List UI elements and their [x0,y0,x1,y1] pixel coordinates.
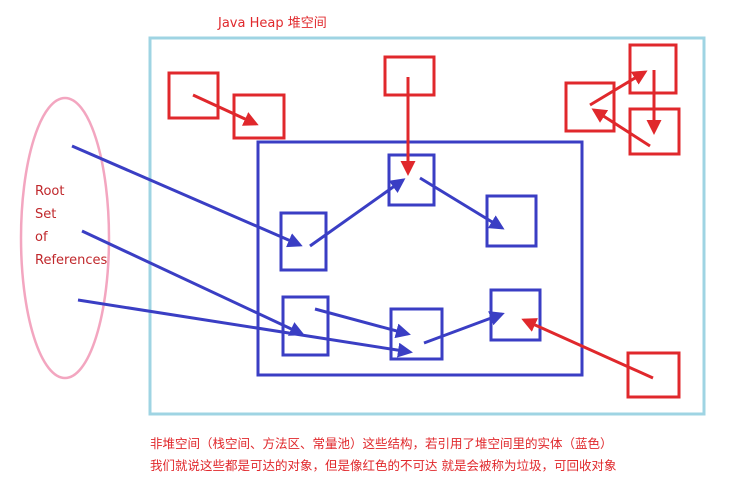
root-set-label-line: References [35,253,108,268]
reachable-object [389,307,444,361]
root-set-label-line: of [35,230,48,245]
root-set-ellipse [19,96,111,380]
root-reference-arrow [81,229,305,336]
root-reference-arrow [77,298,413,358]
root-reference-arrow [71,144,303,248]
unreachable-reference-arrow [192,93,259,126]
reachable-references [71,144,505,358]
caption: 非堆空间（栈空间、方法区、常量池）这些结构，若引用了堆空间里的实体（蓝色） 我们… [150,433,616,477]
root-set-label-line: Set [35,207,57,222]
reachable-objects [279,153,542,361]
root-set-label-line: Root [35,184,65,199]
unreachable-reference-arrow [521,318,654,380]
reachable-object [279,211,328,272]
unreachable-object [564,81,616,133]
unreachable-reference-arrow [591,108,651,148]
unreachable-references [192,70,662,380]
heap-container [148,36,706,416]
unreachable-object [167,71,220,120]
unreachable-object [232,93,286,140]
caption-line: 我们就说这些都是可达的对象，但是像红色的不可达 就是会被称为垃圾，可回收对象 [150,458,617,473]
reachable-object [387,153,436,207]
reachable-object [485,194,538,248]
heap-title: Java Heap 堆空间 [218,16,327,31]
object-reference-arrow [309,178,406,248]
caption-line: 非堆空间（栈空间、方法区、常量池）这些结构，若引用了堆空间里的实体（蓝色） [150,436,613,451]
unreachable-reference-arrow [589,70,648,107]
object-reference-arrow [419,176,505,230]
object-reference-arrow [423,311,505,345]
unreachable-object [626,351,681,399]
object-reference-arrow [314,307,411,339]
reachable-object [281,295,330,357]
reachable-region [256,140,584,377]
root-set-label: Root Set of References [35,180,107,272]
